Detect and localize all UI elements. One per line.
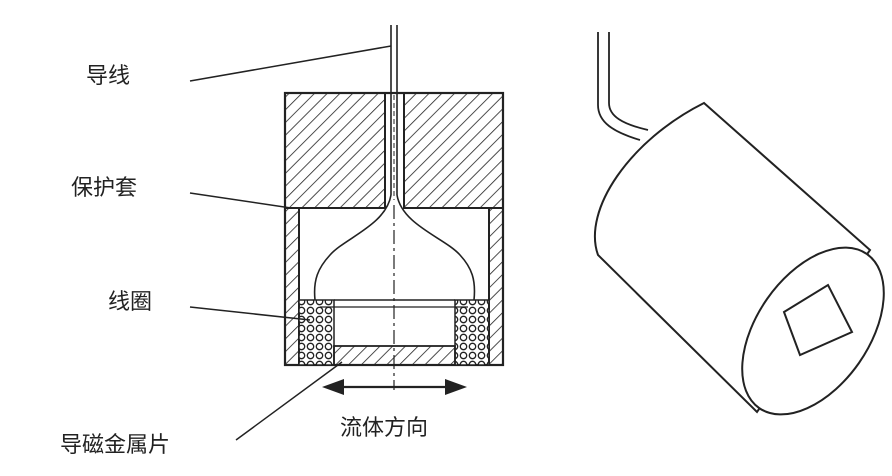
coil-left [298, 299, 335, 366]
label-flow-direction: 流体方向 [340, 416, 429, 441]
leader-sheath [189, 192, 292, 209]
sensor-cross-section [283, 25, 505, 395]
label-sheath: 保护套 [71, 176, 138, 201]
leader-plate [235, 361, 343, 441]
sheath-top-left-block [284, 92, 386, 209]
cable-inner [608, 32, 649, 131]
flow-arrow-right-head [445, 379, 467, 395]
sensor-3d-view [593, 32, 885, 416]
label-coil: 线圈 [108, 290, 153, 315]
leader-lines [189, 45, 392, 441]
coil-right [454, 299, 490, 366]
flow-arrow-left-head [322, 379, 344, 395]
leader-coil [189, 306, 311, 321]
cable-outer [597, 32, 641, 141]
leader-wire [189, 45, 392, 82]
sheath-left-wall [284, 207, 300, 366]
sheath-top-right-block [403, 92, 504, 209]
sensing-window [782, 283, 854, 357]
sheath-right-wall [488, 207, 504, 366]
label-wire: 导线 [86, 64, 131, 89]
label-plate: 导磁金属片 [60, 433, 171, 458]
coil-lead-shape [313, 194, 392, 301]
